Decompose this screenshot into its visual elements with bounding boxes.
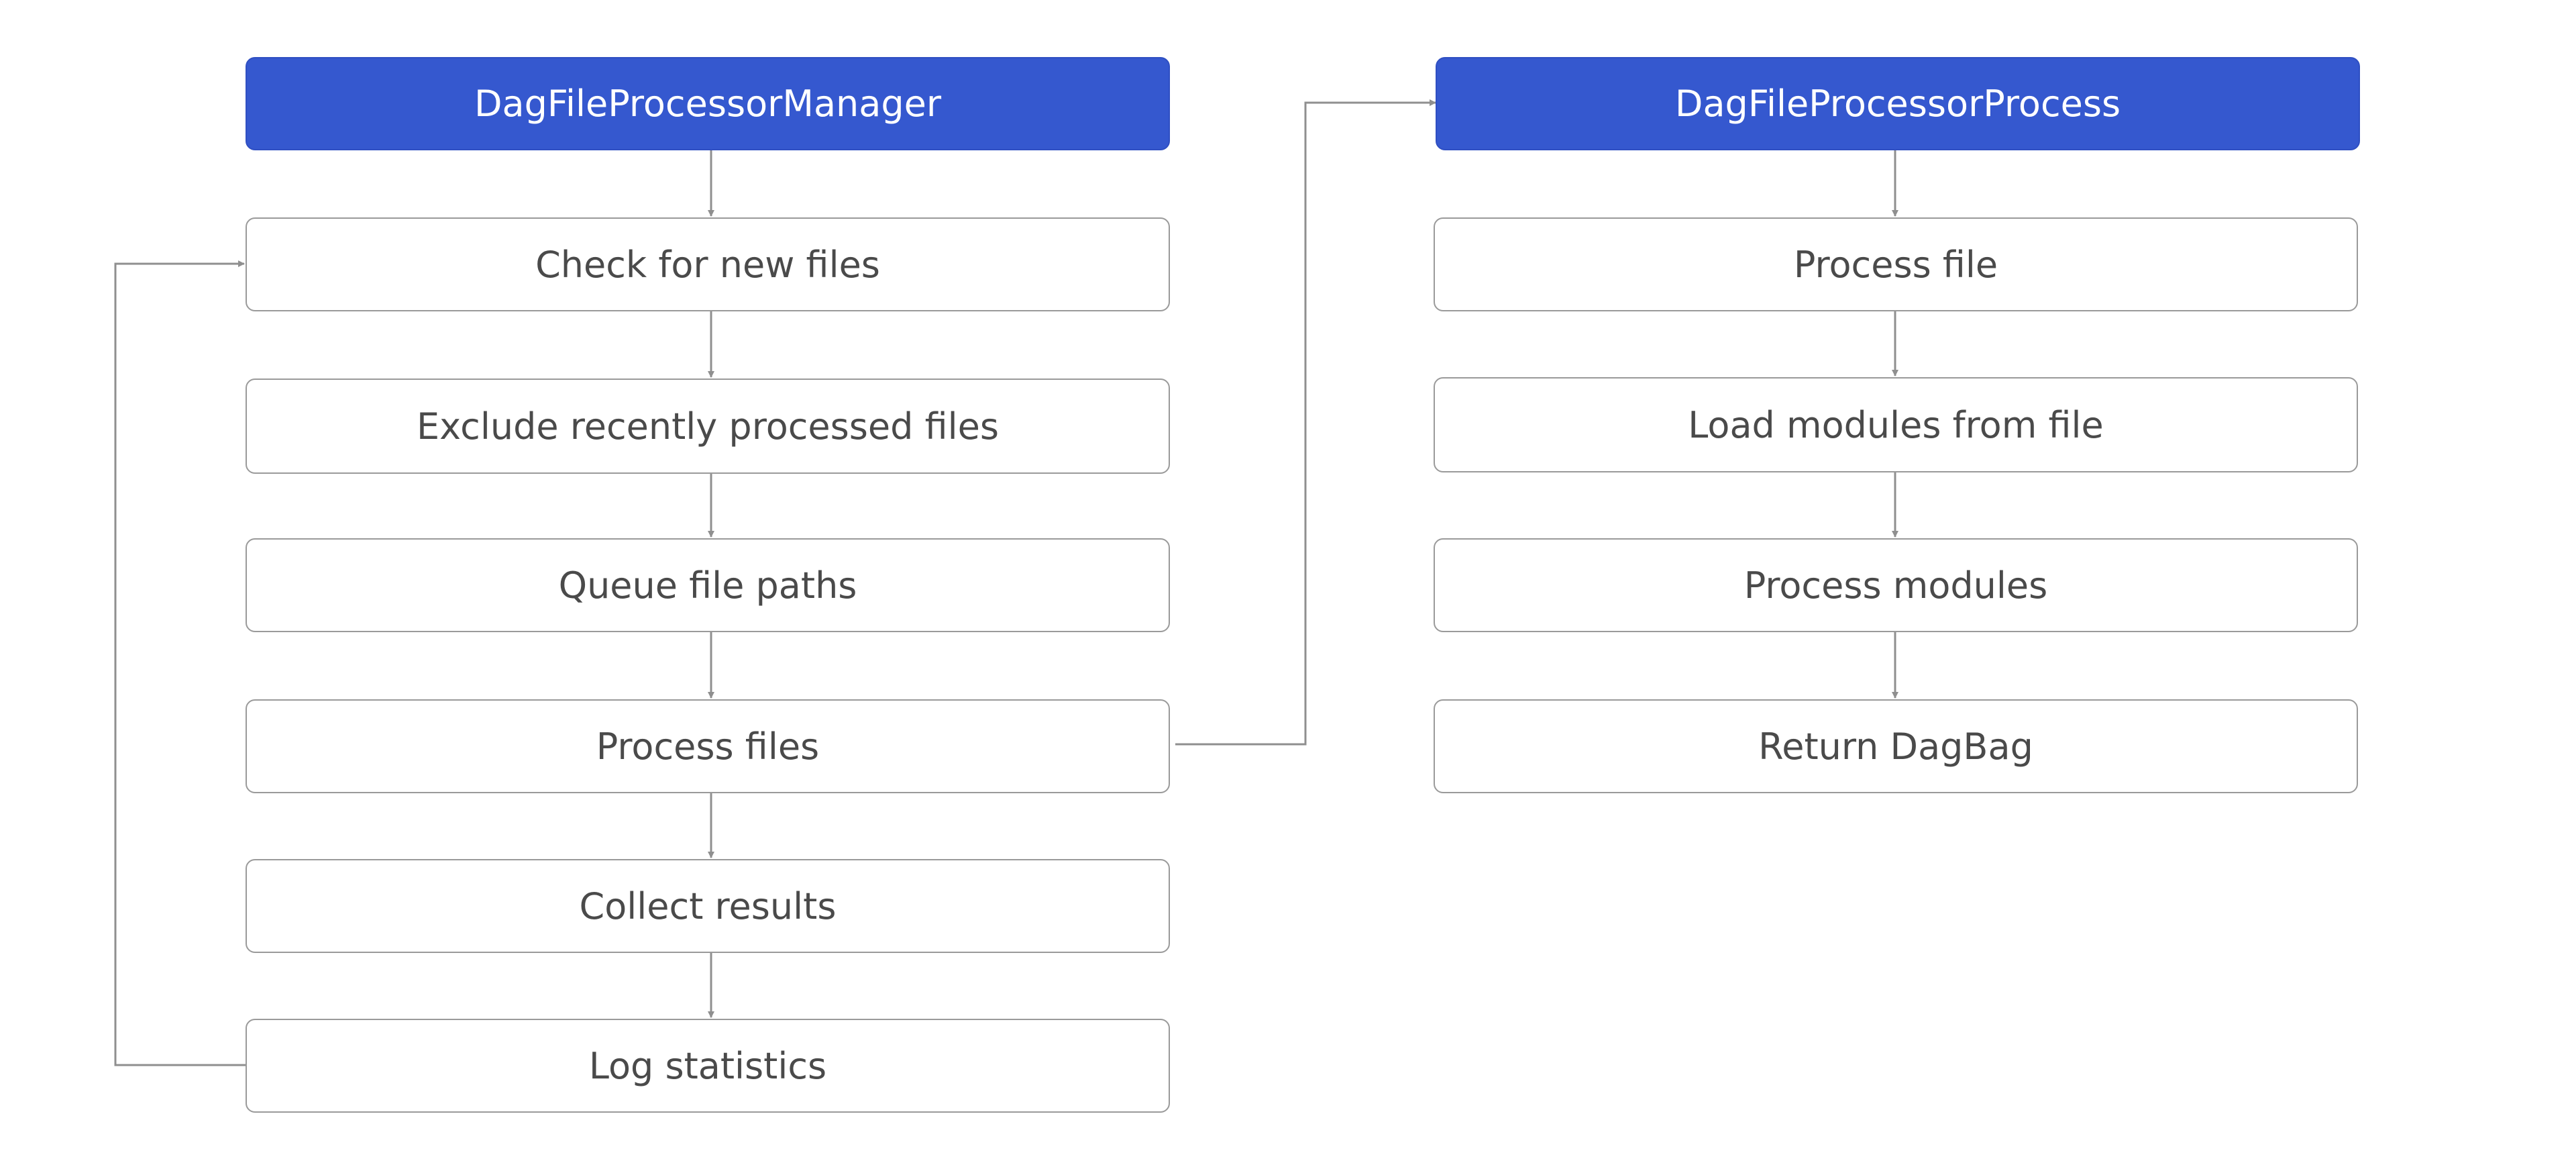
step-label: Queue file paths <box>558 564 857 607</box>
manager-header: DagFileProcessorManager <box>246 57 1170 150</box>
step-label: Process file <box>1793 243 1998 286</box>
step-log-statistics: Log statistics <box>246 1019 1170 1113</box>
step-label: Log statistics <box>588 1044 827 1087</box>
step-return-dagbag: Return DagBag <box>1434 699 2358 793</box>
step-label: Return DagBag <box>1758 725 2033 768</box>
process-title: DagFileProcessorProcess <box>1674 83 2121 125</box>
process-files-to-processor-connector <box>1175 99 1436 746</box>
process-header: DagFileProcessorProcess <box>1436 57 2360 150</box>
step-label: Check for new files <box>535 243 880 286</box>
loop-back-connector <box>114 260 246 1066</box>
step-queue-file-paths: Queue file paths <box>246 538 1170 632</box>
manager-title: DagFileProcessorManager <box>474 83 942 125</box>
step-process-modules: Process modules <box>1434 538 2358 632</box>
step-label: Exclude recently processed files <box>417 405 999 448</box>
step-process-file: Process file <box>1434 217 2358 311</box>
step-load-modules-from-file: Load modules from file <box>1434 377 2358 472</box>
step-exclude-recently-processed: Exclude recently processed files <box>246 379 1170 474</box>
step-label: Load modules from file <box>1688 403 2104 446</box>
step-process-files: Process files <box>246 699 1170 793</box>
step-label: Process modules <box>1743 564 2048 607</box>
step-check-for-new-files: Check for new files <box>246 217 1170 311</box>
step-label: Process files <box>596 725 820 768</box>
step-label: Collect results <box>579 885 837 927</box>
step-collect-results: Collect results <box>246 859 1170 953</box>
